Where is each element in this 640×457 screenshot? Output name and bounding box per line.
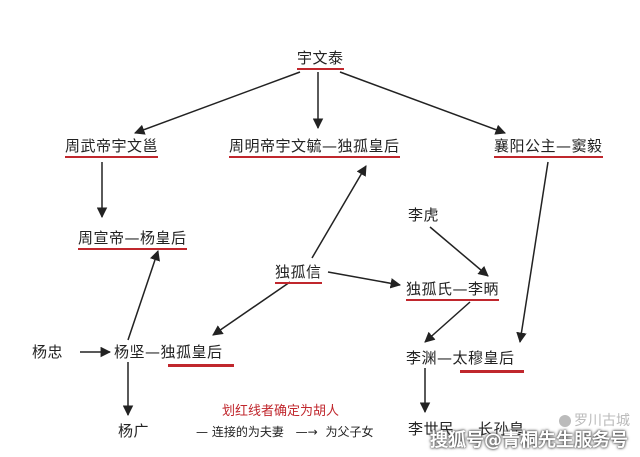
edge-lihu-libing xyxy=(429,226,489,277)
node-changsun: 长孙皇 xyxy=(478,420,525,438)
node-zhou-xuandi: 周宣帝—杨皇后 xyxy=(78,229,187,250)
edge-yangjian-zhouxuandi xyxy=(127,250,160,341)
node-li-hu: 李虎 xyxy=(408,206,440,224)
watermark-right-text: 罗川古城 xyxy=(574,413,630,429)
node-zhou-mingdi: 周明帝宇文毓—独孤皇后 xyxy=(229,137,400,158)
watermark-logo-icon xyxy=(559,415,571,427)
edge-duguxin-dugushi xyxy=(327,271,402,289)
watermark-right: 罗川古城 xyxy=(559,410,630,430)
legend-parent: 为父子女 xyxy=(325,425,374,439)
underline-dugu-huanghou-yangjian xyxy=(168,364,234,367)
legend-title: 划红线者确定为胡人 xyxy=(222,404,340,419)
node-li-shimin: 李世民 xyxy=(408,420,455,438)
node-zhou-wudi: 周武帝宇文邕 xyxy=(65,137,159,158)
legend-couple: — 连接的为夫妻 xyxy=(196,425,284,439)
underline-taimu-huanghou xyxy=(460,370,524,373)
node-dugu-shi-label: 独孤氏—李昞 xyxy=(406,280,500,301)
node-yang-zhong: 杨忠 xyxy=(32,343,64,361)
edge-yuwentai-xiangyang xyxy=(339,71,506,135)
node-yang-guang: 杨广 xyxy=(118,422,150,440)
node-yang-jian: 杨坚—独孤皇后 xyxy=(114,343,223,361)
edge-yuwentai-zhouwudi xyxy=(134,71,301,135)
watermark-bottom: 搜狐号@青桐先生服务号 xyxy=(430,430,628,451)
legend-line: — 连接的为夫妻 —→ 为父子女 xyxy=(196,423,374,440)
edge-duguxin-zhoumingdi xyxy=(311,165,367,259)
node-dugu-xin: 独孤信 xyxy=(275,263,322,284)
node-yuwen-tai: 宇文泰 xyxy=(297,49,344,70)
edge-duguxin-yangjian xyxy=(212,281,291,336)
node-xiangyang-gongzhu: 襄阳公主—窦毅 xyxy=(494,137,603,158)
edge-xiangyang-liyuan xyxy=(516,161,549,344)
edge-dugushi-liyuan xyxy=(424,301,471,343)
node-li-yuan: 李渊—太穆皇后 xyxy=(406,349,515,367)
legend-parent-arrow: —→ xyxy=(295,425,318,439)
node-dugu-shi: 独孤氏—李昞 xyxy=(406,280,500,301)
